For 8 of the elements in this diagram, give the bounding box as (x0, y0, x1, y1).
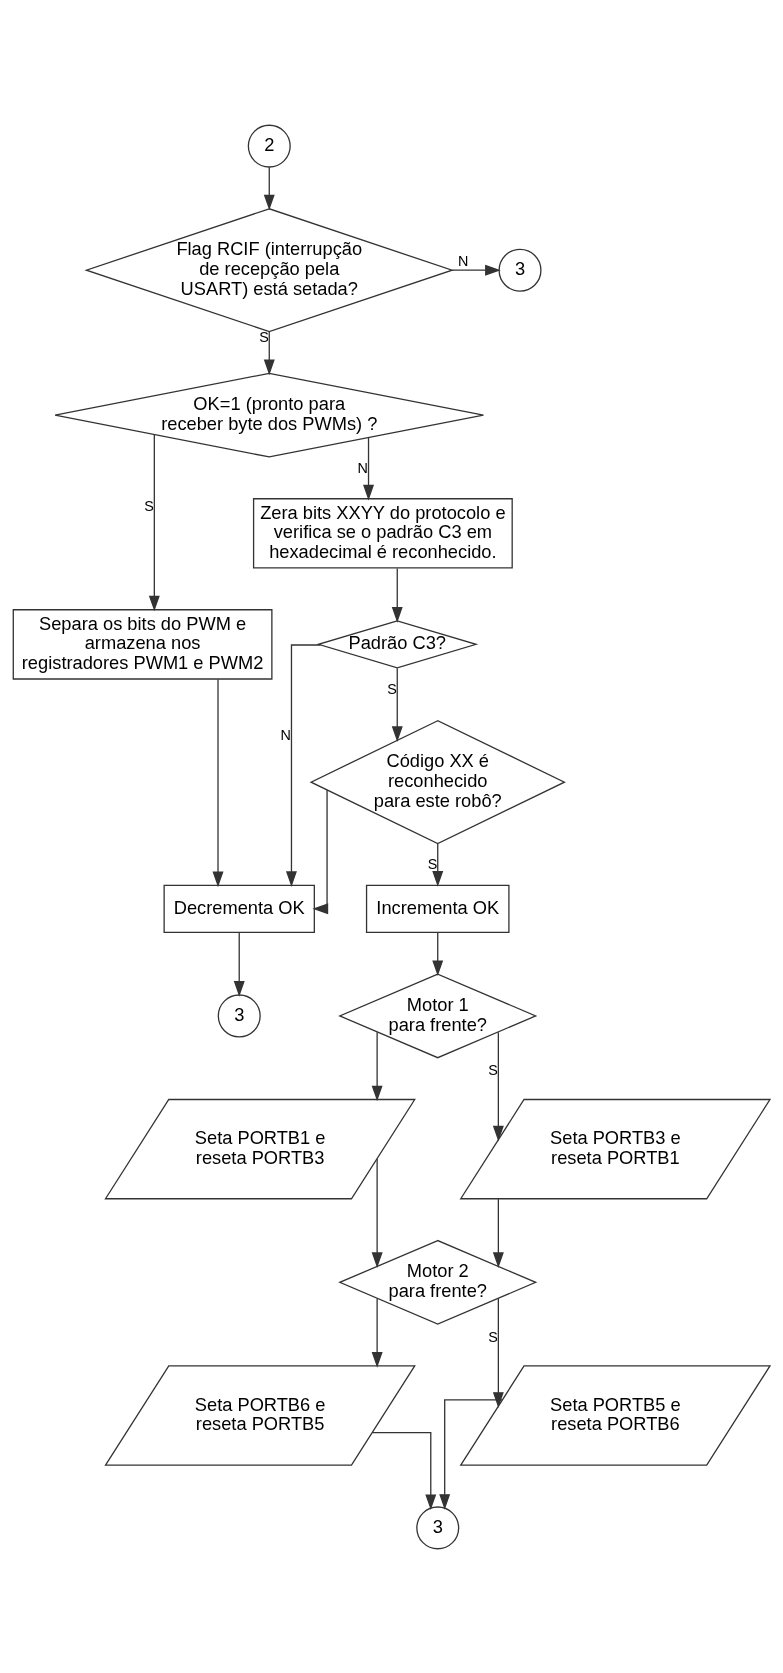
edge-label: S (488, 1061, 498, 1078)
edge-label: N (280, 726, 291, 743)
edge-label: S (427, 855, 438, 872)
edge-label: S (387, 680, 397, 696)
edge-label: S (144, 497, 154, 514)
edge-label: N (357, 459, 368, 476)
edge-label: N (457, 252, 469, 269)
edge-label: S (488, 1328, 498, 1345)
